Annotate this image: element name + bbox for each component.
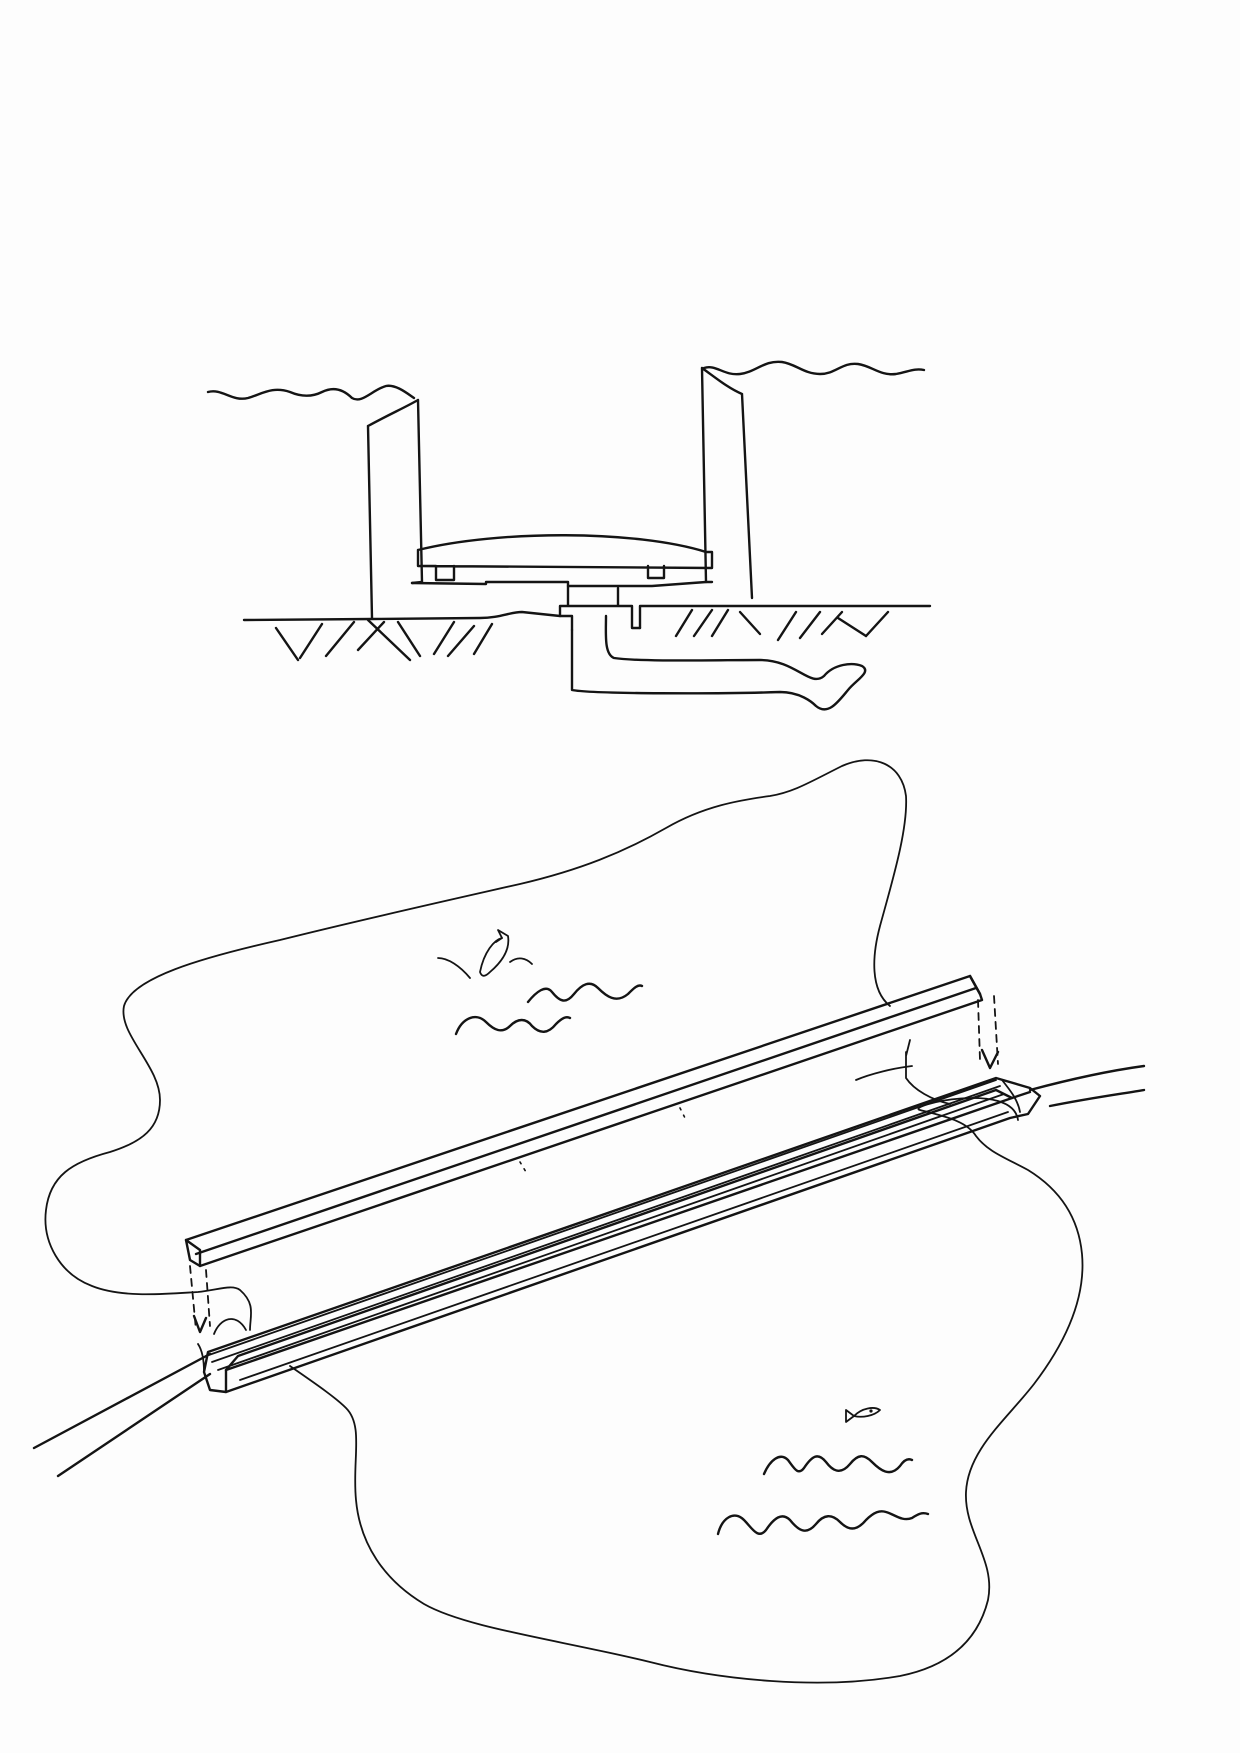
ground-line bbox=[242, 604, 932, 630]
plan-sketch bbox=[32, 759, 1146, 1684]
path-left bbox=[32, 1352, 212, 1478]
lake-outline-lower bbox=[289, 1097, 1084, 1684]
lake-outline-upper bbox=[44, 759, 908, 1331]
cable bbox=[570, 614, 867, 711]
right-wall bbox=[700, 366, 754, 600]
floating-channel bbox=[197, 1076, 1042, 1394]
wave-marks-upper bbox=[454, 982, 644, 1036]
path-right bbox=[1028, 1064, 1146, 1108]
left-wall bbox=[366, 398, 424, 620]
fish-jumping-icon bbox=[437, 929, 533, 979]
fish-swimming-icon bbox=[845, 1407, 881, 1423]
channel-cover bbox=[184, 974, 984, 1268]
water-surface-left bbox=[206, 384, 416, 401]
water-surface-right bbox=[702, 360, 926, 376]
support-column bbox=[558, 584, 642, 632]
deck-slab bbox=[410, 534, 714, 588]
section-sketch bbox=[206, 360, 932, 711]
ground-hatching bbox=[274, 608, 890, 662]
dashed-drop-arrows bbox=[189, 995, 1000, 1335]
wave-marks-lower bbox=[716, 1455, 930, 1536]
